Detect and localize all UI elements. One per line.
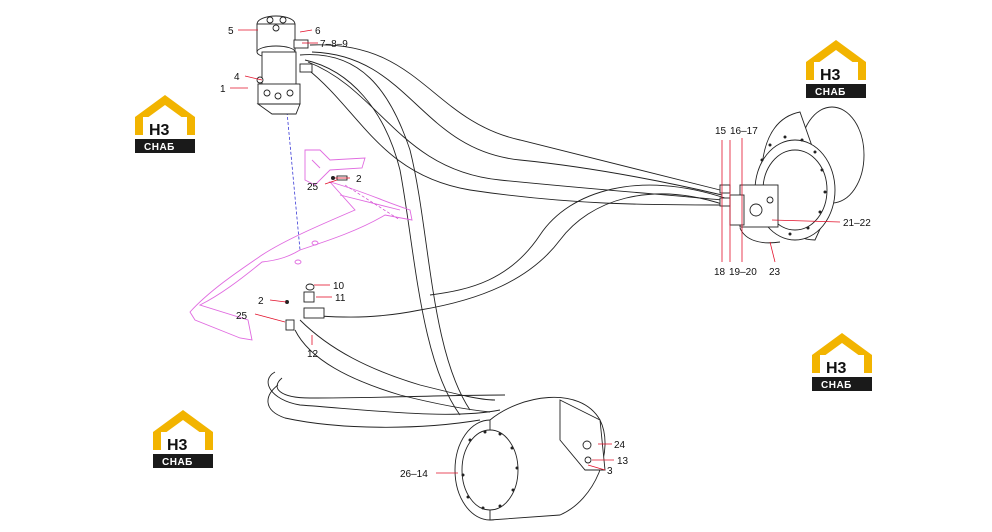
- svg-text:СНАБ: СНАБ: [144, 142, 175, 153]
- callout-21-22: 21–22: [843, 218, 871, 229]
- alignment-dashes: [286, 111, 401, 251]
- logo-watermark-2: H3 СНАБ: [806, 40, 866, 98]
- callout-24: 24: [614, 440, 626, 451]
- frame-bracket: [189, 149, 413, 341]
- svg-text:H3: H3: [149, 122, 170, 139]
- callout-12: 12: [307, 349, 319, 360]
- logo-watermark-1: H3 СНАБ: [135, 95, 195, 153]
- callout-10: 10: [333, 281, 345, 292]
- callout-11: 11: [335, 293, 346, 304]
- logo-watermark-3: H3 СНАБ: [812, 333, 872, 391]
- swivel-joint: [256, 15, 313, 115]
- callout-15: 15: [715, 126, 727, 137]
- callout-7-8-9: 7–8–9: [320, 39, 348, 50]
- callout-5: 5: [228, 26, 234, 37]
- travel-motor-bottom: [454, 397, 606, 521]
- callout-13: 13: [617, 456, 629, 467]
- callout-3: 3: [607, 466, 613, 477]
- svg-text:H3: H3: [826, 360, 847, 377]
- svg-text:H3: H3: [820, 67, 841, 84]
- callout-labels: 5 6 7–8–9 4 1 2 25 10 11 2 25 12 15 16–1…: [220, 26, 871, 480]
- callout-6: 6: [315, 26, 321, 37]
- svg-text:СНАБ: СНАБ: [162, 457, 193, 468]
- logo-watermark-4: H3 СНАБ: [153, 410, 213, 468]
- svg-text:H3: H3: [167, 437, 188, 454]
- callout-26-14: 26–14: [400, 469, 428, 480]
- callout-18: 18: [714, 267, 726, 278]
- callout-16-17: 16–17: [730, 126, 758, 137]
- callout-2b: 2: [258, 296, 264, 307]
- travel-motor-right: [719, 106, 865, 244]
- svg-text:СНАБ: СНАБ: [815, 87, 846, 98]
- svg-text:СНАБ: СНАБ: [821, 380, 852, 391]
- hydraulic-hoses: [267, 44, 726, 428]
- callout-4: 4: [234, 72, 240, 83]
- callout-1: 1: [220, 84, 226, 95]
- callout-25a: 25: [307, 182, 319, 193]
- callout-23: 23: [769, 267, 781, 278]
- callout-19-20: 19–20: [729, 267, 757, 278]
- leader-lines: [230, 29, 841, 474]
- callout-2a: 2: [356, 174, 362, 185]
- callout-25b: 25: [236, 311, 248, 322]
